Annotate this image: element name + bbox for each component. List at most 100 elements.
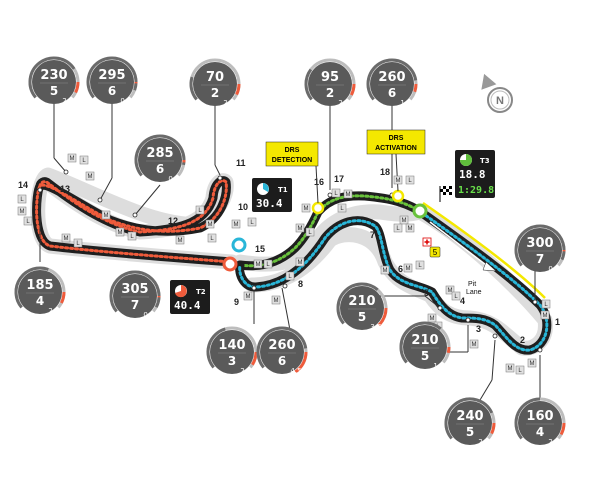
- lift-marker: L: [541, 299, 551, 309]
- svg-text:T2: T2: [196, 288, 206, 296]
- svg-text:M: M: [396, 178, 401, 184]
- gauge-gear: 3: [228, 354, 236, 368]
- svg-text:L: L: [266, 262, 270, 268]
- gauge-gear: 6: [108, 84, 116, 98]
- gauge-g-force: 3.6: [370, 323, 382, 331]
- lap-time: 1:29.8: [458, 185, 494, 196]
- gauge-g-force: 2.5: [240, 367, 251, 375]
- turn-1: 1: [555, 317, 560, 327]
- svg-text:L: L: [518, 368, 522, 374]
- gauge-g-force: 0.3: [168, 175, 179, 183]
- svg-text:T1: T1: [278, 186, 288, 194]
- brake-marker: M: [405, 223, 415, 233]
- gauge-gear: 5: [421, 349, 429, 363]
- svg-text:M: M: [472, 342, 477, 348]
- brake-marker: M: [243, 291, 253, 301]
- gauge-gear: 2: [211, 86, 219, 100]
- gauge-speed: 260: [268, 338, 295, 353]
- drs-detection-marker: [311, 201, 325, 215]
- svg-text:L: L: [198, 208, 202, 214]
- lift-marker: L: [415, 260, 425, 270]
- lift-marker: L: [247, 217, 257, 227]
- pit-lane-label-2: Lane: [466, 289, 482, 296]
- lift-marker: L: [263, 259, 273, 269]
- turn-12: 12: [168, 216, 178, 226]
- gauge-g-force: 4.5: [290, 367, 301, 375]
- svg-text:L: L: [418, 263, 422, 269]
- sector-1-time: T1 30.4: [252, 178, 292, 212]
- drs-detection-label: DRS DETECTION: [265, 141, 319, 204]
- lift-marker: L: [195, 205, 205, 215]
- svg-text:DRS: DRS: [389, 135, 404, 142]
- svg-text:M: M: [118, 230, 123, 236]
- turn-7: 7: [370, 230, 375, 240]
- brake-marker: M: [295, 223, 305, 233]
- brake-marker: M: [427, 313, 437, 323]
- lift-marker: L: [207, 233, 217, 243]
- gauge-gear: 5: [50, 84, 58, 98]
- svg-text:M: M: [383, 268, 388, 274]
- turn-9: 9: [234, 297, 239, 307]
- corner-dots: [37, 169, 543, 353]
- sector-1-marker: [231, 237, 247, 253]
- sector-3-marker: [412, 203, 428, 219]
- svg-text:M: M: [234, 222, 239, 228]
- svg-text:5: 5: [433, 248, 438, 257]
- svg-text:M: M: [406, 266, 411, 272]
- brake-marker: M: [253, 259, 263, 269]
- gauge-gear: 2: [326, 86, 334, 100]
- brake-marker: M: [295, 257, 305, 267]
- turn-17: 17: [334, 174, 344, 184]
- gauge-speed: 295: [98, 68, 125, 83]
- gauge-speed: 210: [411, 333, 438, 348]
- gauge-gear: 7: [536, 252, 544, 266]
- gauge-speed: 305: [121, 282, 148, 297]
- gauge-gear: 5: [466, 425, 474, 439]
- leader-lines: [39, 102, 541, 401]
- gauge-gear: 6: [278, 354, 286, 368]
- svg-text:M: M: [402, 218, 407, 224]
- brake-marker: M: [61, 233, 71, 243]
- gauge-speed: 210: [348, 294, 375, 309]
- brake-marker: M: [205, 219, 215, 229]
- gauge-speed: 160: [526, 409, 553, 424]
- drs-activation-marker: [391, 189, 405, 203]
- lift-marker: L: [393, 223, 403, 233]
- brake-marker: M: [445, 285, 455, 295]
- turn-6: 6: [398, 264, 403, 274]
- turn-13: 13: [60, 184, 70, 194]
- brake-marker: M: [343, 189, 353, 199]
- gauge-speed: 70: [206, 70, 224, 85]
- turn-3: 3: [476, 324, 481, 334]
- lift-marker: L: [405, 175, 415, 185]
- lift-marker: L: [79, 155, 89, 165]
- svg-text:M: M: [508, 366, 513, 372]
- svg-text:L: L: [210, 236, 214, 242]
- svg-text:ACTIVATION: ACTIVATION: [375, 145, 417, 152]
- checkered-flag-icon: [439, 186, 452, 202]
- sector-2-marker: [222, 256, 238, 272]
- brake-marker: M: [527, 358, 537, 368]
- svg-text:40.4: 40.4: [174, 299, 201, 312]
- svg-text:18.8: 18.8: [459, 168, 486, 181]
- brake-marker: M: [505, 363, 515, 373]
- brake-marker: M: [469, 339, 479, 349]
- gauge-gear: 5: [358, 310, 366, 324]
- turn-11: 11: [236, 158, 246, 168]
- svg-text:L: L: [334, 191, 338, 197]
- svg-text:L: L: [288, 274, 292, 280]
- brake-marker: M: [101, 210, 111, 220]
- svg-text:M: M: [274, 298, 279, 304]
